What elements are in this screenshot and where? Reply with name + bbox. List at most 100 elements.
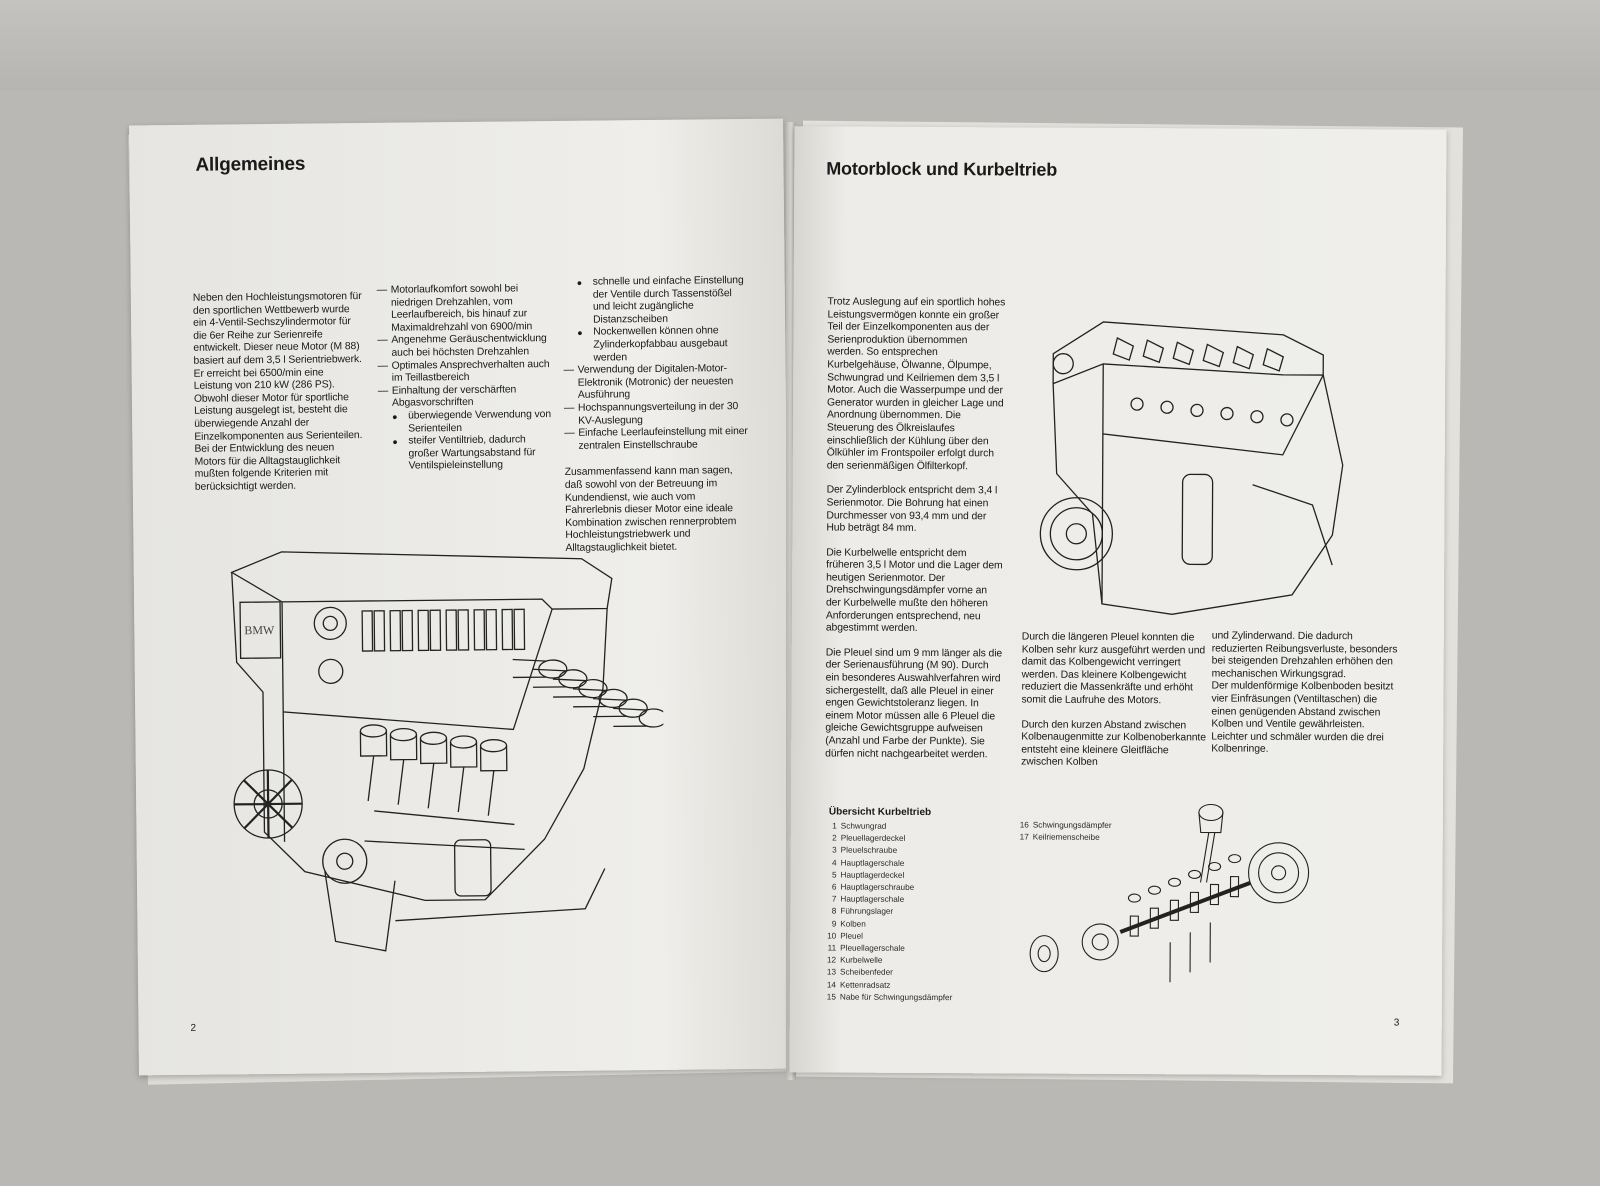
legend-item-number: 8: [831, 906, 837, 916]
legend-item-number: 11: [827, 943, 837, 953]
legend-item-number: 12: [826, 955, 837, 965]
bullet-marker-icon: ●: [577, 328, 583, 339]
list-item-text: Hochspannungsverteilung in der 30 KV-Aus…: [577, 401, 739, 427]
right-p2: Der Zylinderblock entspricht dem 3,4 l S…: [826, 484, 998, 535]
legend-item-label: Führungslager: [840, 906, 894, 917]
bullet-marker-icon: ●: [392, 436, 398, 447]
dash-list-item: —Motorlaufkomfort sowohl bei niedrigen D…: [377, 283, 554, 335]
list-item-text: steifer Ventiltrieb, dadurch großer Wart…: [408, 434, 536, 472]
bullet-list-item: ● steifer Ventiltrieb, dadurch großer War…: [378, 434, 554, 474]
legend-item-label: Hauptlagerschale: [840, 858, 905, 868]
crankshaft-exploded-view: [1029, 803, 1310, 983]
left-page-number: 2: [190, 1022, 197, 1034]
right-page: Motorblock und Kurbeltrieb Trotz Auslegu…: [789, 126, 1447, 1076]
dash-marker-icon: —: [376, 284, 388, 296]
right-col-3: und Zylinderwand. Die dadurch reduzierte…: [1211, 630, 1400, 769]
dash-marker-icon: —: [377, 360, 388, 372]
right-p8: Der muldenförmige Kolbenboden besitzt vi…: [1211, 680, 1394, 756]
dash-list-item: —Angenehme Geräuschentwicklung auch bei …: [377, 333, 553, 360]
right-page-number: 3: [1393, 1017, 1400, 1029]
right-col-2: Durch die längeren Pleuel konnten die Ko…: [1021, 631, 1208, 782]
legend-item-label: Kettenradsatz: [839, 980, 891, 990]
legend-item-label: Schwungrad: [840, 821, 887, 831]
right-p7: und Zylinderwand. Die dadurch reduzierte…: [1211, 630, 1398, 680]
engine-logo: BMW: [244, 623, 275, 637]
legend-item-label: Hauptlagerschraube: [840, 882, 915, 892]
right-page-title: Motorblock und Kurbeltrieb: [826, 158, 1058, 180]
legend-item-number: 14: [826, 980, 837, 990]
left-col-2: —Motorlaufkomfort sowohl bei niedrigen D…: [377, 283, 555, 474]
dash-marker-icon: —: [377, 335, 388, 347]
legend-item-number: 4: [832, 858, 837, 868]
legend-item-number: 10: [827, 931, 837, 941]
legend-item-label: Pleuelschraube: [840, 845, 898, 856]
legend-item-number: 7: [831, 894, 837, 904]
legend-item-label: Pleuellagerschale: [840, 943, 905, 953]
left-page: Allgemeines Neben den Hochleistungsmotor…: [129, 118, 793, 1076]
bullet-list-item: ● überwiegende Verwendung von Serienteile…: [378, 409, 554, 436]
list-item-text: Nockenwellen können ohne Zylinderkopfabb…: [593, 325, 728, 364]
list-item-text: Motorlaufkomfort sowohl bei niedrigen Dr…: [390, 283, 533, 334]
legend-item-label: Pleuel: [840, 931, 864, 941]
legend-item-label: Pleuellagerdeckel: [840, 833, 906, 844]
bullet-marker-icon: ●: [576, 277, 583, 288]
legend-item-number: 9: [831, 919, 837, 929]
bullet-list-item: ● schnelle und einfache Einstellung der V…: [563, 275, 752, 327]
list-item-text: Einfache Leerlaufeinstellung mit einer z…: [578, 426, 748, 452]
legend-item-number: 2: [832, 833, 837, 843]
legend-item-label: Hauptlagerdeckel: [840, 870, 905, 880]
legend-title: Übersicht Kurbeltrieb: [828, 806, 932, 819]
legend-item-number: 15: [826, 992, 836, 1002]
bullet-list-item: ● Nockenwellen können ohne Zylinderkopfab…: [563, 325, 751, 365]
legend-item-label: Nabe für Schwingungsdämpfer: [839, 992, 953, 1002]
dash-list-item: —Verwendung der Digitalen-Motor-Elektron…: [564, 363, 752, 403]
list-item-text: schnelle und einfache Einstellung der Ve…: [592, 275, 744, 326]
right-col-1: Trotz Auslegung auf ein sportlich hohes …: [825, 296, 1005, 773]
dash-marker-icon: —: [563, 364, 574, 377]
list-item-text: Angenehme Geräuschentwicklung auch bei h…: [391, 333, 547, 359]
dash-marker-icon: —: [377, 385, 389, 397]
left-col-3: ● schnelle und einfache Einstellung der V…: [563, 275, 754, 567]
dash-list-item: —Hochspannungsverteilung in der 30 KV-Au…: [564, 401, 752, 428]
dash-marker-icon: —: [564, 427, 575, 440]
list-item-text: überwiegende Verwendung von Serienteilen: [408, 408, 552, 435]
dash-list-item: —Optimales Ansprechverhalten auch im Tei…: [378, 359, 554, 386]
right-p6: Durch den kurzen Abstand zwischen Kolben…: [1021, 719, 1206, 769]
left-page-title: Allgemeines: [195, 153, 306, 176]
legend-item-label: Kolben: [840, 919, 866, 929]
legend-item-label: Scheibenfeder: [840, 967, 893, 978]
background-top: [0, 0, 1600, 90]
legend-item-number: 1: [832, 821, 837, 831]
legend-item-number: 5: [831, 870, 837, 880]
engine-block-illustration: [1039, 321, 1344, 615]
legend-item-number: 3: [832, 845, 837, 855]
bullet-marker-icon: ●: [392, 411, 398, 422]
left-col-3-list: ● schnelle und einfache Einstellung der V…: [563, 275, 753, 453]
list-item-text: Verwendung der Digitalen-Motor-Elektroni…: [577, 363, 734, 402]
right-p4: Die Pleuel sind um 9 mm länger als die d…: [825, 647, 1003, 760]
left-col-1-text: Neben den Hochleistungsmotoren für den s…: [192, 291, 363, 493]
right-p1: Trotz Auslegung auf ein sportlich hohes …: [826, 296, 1006, 472]
dash-list-item: —Einfache Leerlaufeinstellung mit einer …: [564, 426, 752, 453]
left-col-1: Neben den Hochleistungsmotoren für den s…: [193, 291, 365, 506]
legend-item-number: 6: [831, 882, 837, 892]
engine-cutaway-illustration: BMW: [230, 551, 666, 952]
list-item-text: Optimales Ansprechverhalten auch im Teil…: [391, 358, 550, 384]
legend-item-label: Hauptlagerschale: [840, 894, 905, 905]
right-p3: Die Kurbelwelle entspricht dem früheren …: [825, 547, 1003, 635]
dash-list-item: —Einhaltung der verschärften Abgasvorsch…: [378, 384, 554, 411]
